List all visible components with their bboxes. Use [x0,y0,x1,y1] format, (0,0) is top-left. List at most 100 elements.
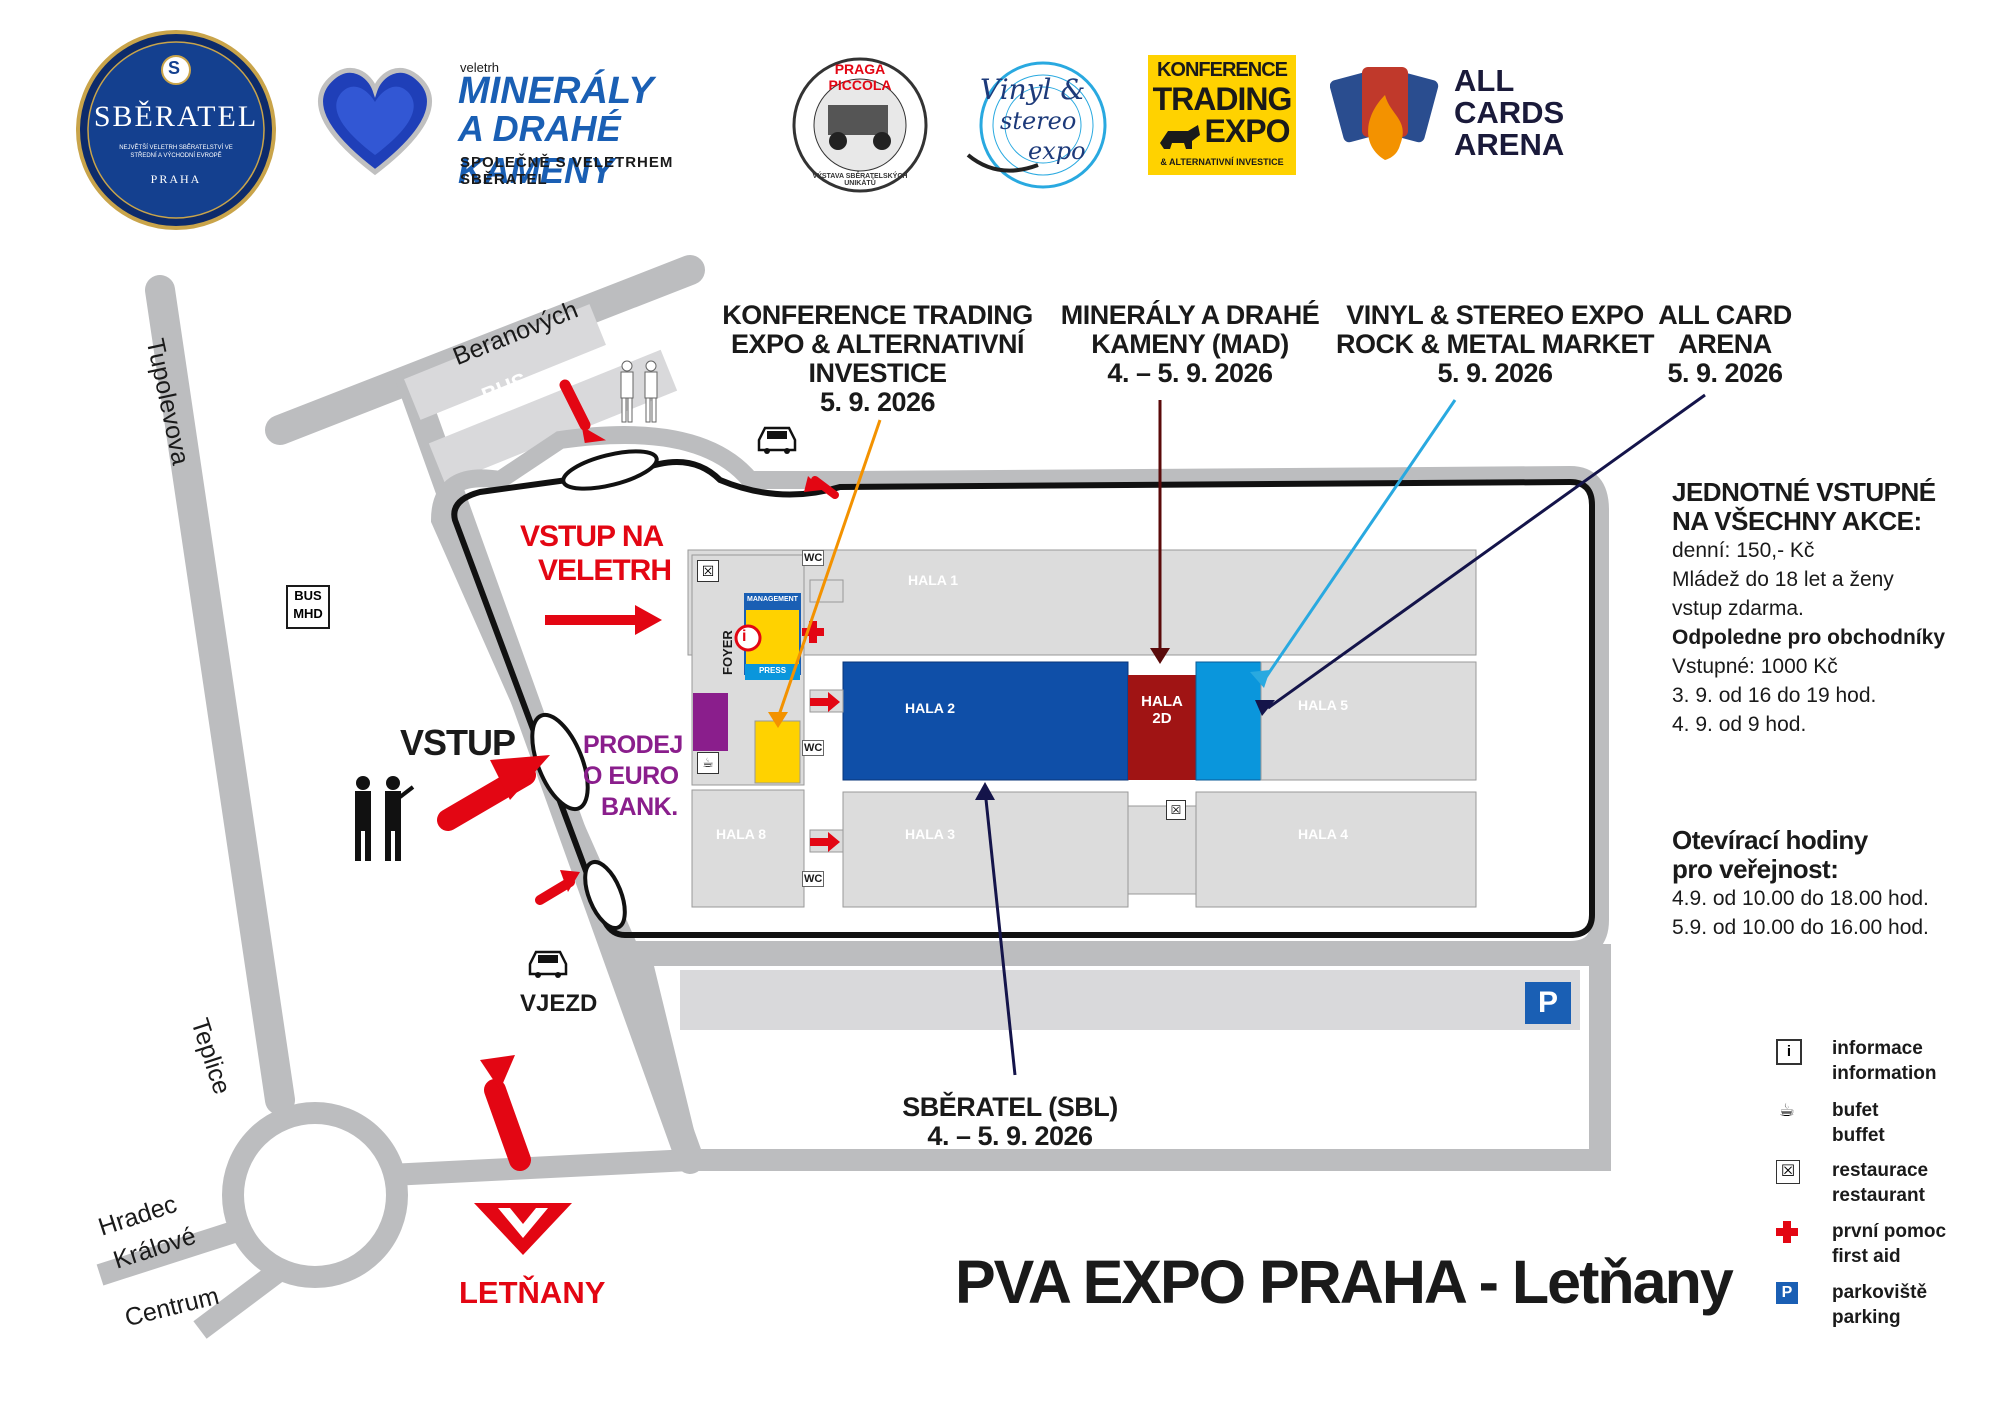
allcards-line2: CARDS [1454,95,1565,130]
legend-info-label: informace information [1832,1036,1937,1086]
page-title: PVA EXPO PRAHA - Letňany [955,1248,1734,1316]
opening-day1: 4.9. od 10.00 do 18.00 hod. [1672,887,1929,910]
admission-traders-heading: Odpoledne pro obchodníky [1672,626,1945,649]
bus-mhd-line2: MHD [293,606,323,621]
prodej-eur-label: PRODEJ O EURO BANK. [583,730,683,823]
hall-8 [691,789,805,908]
bus-mhd-sign: BUS MHD [286,585,330,629]
road-tupolevova [145,275,295,1115]
event-trading-line2: EXPO & ALTERNATIVNÍ [730,329,1025,359]
opening-heading-2: pro veřejnost: [1672,854,1839,884]
pointer-allcard [1267,393,1706,710]
sberatel-logo-city: PRAHA [150,172,202,186]
admission-traders-day1: 3. 9. od 16 do 19 hod. [1672,684,1877,707]
car-icon [757,426,797,454]
event-sbl-line1: SBĚRATEL (SBL) [902,1092,1118,1122]
event-trading-line1: KONFERENCE TRADING [722,300,1033,330]
event-trading-line3: INVESTICE [808,358,947,388]
hall-8-label: HALA 8 [716,826,767,842]
event-label-allcard: ALL CARD ARENA 5. 9. 2026 [1650,301,1800,388]
hall-5 [1260,661,1477,781]
hall-5-blue [1195,661,1262,781]
legend-buffet-1: bufet [1832,1100,1879,1121]
mineraly-line2: A DRAHÉ KAMENY [458,108,621,191]
event-mad-line2: KAMENY (MAD) [1091,329,1289,359]
parking-lot [680,970,1580,1030]
hall-2d-label-1: HALA [1141,693,1183,710]
wc-label-1: WC [802,550,825,566]
praga-bottom: VÝSTAVA SBĚRATELSKÝCH UNIKÁTŮ [812,173,908,187]
event-label-vinyl: VINYL & STEREO EXPO ROCK & METAL MARKET … [1330,301,1660,388]
event-sbl-line2: 4. – 5. 9. 2026 [927,1121,1093,1151]
hall-3 [842,791,1129,908]
logo-trading-expo: KONFERENCE TRADING EXPO & ALTERNATIVNÍ I… [1148,55,1296,175]
legend-restaurant-1: restaurace [1832,1160,1929,1181]
vstup-veletrh-line2: VELETRH [538,554,672,587]
admission-traders-price: Vstupné: 1000 Kč [1672,655,1838,678]
legend-parking-1: parkoviště [1832,1282,1928,1303]
legend-info-2: information [1832,1063,1937,1084]
event-vinyl-line3: 5. 9. 2026 [1437,358,1553,388]
hall-2d [1128,675,1196,780]
roundabout [222,1102,408,1288]
bus-mhd-line1: BUS [294,588,322,603]
event-label-trading: KONFERENCE TRADING EXPO & ALTERNATIVNÍ I… [720,301,1035,417]
wc-label-3: WC [802,871,825,887]
pointer-trading [776,419,882,719]
legend-first-aid-icon [1776,1221,1798,1243]
legend-aid-2: first aid [1832,1246,1901,1267]
legend-restaurant-2: restaurant [1832,1185,1925,1206]
bus-lane-top [404,304,606,420]
opening-day2: 5.9. od 10.00 do 16.00 hod. [1672,916,1929,939]
legend-buffet-icon: ☕ [1778,1100,1796,1120]
vstup-label: VSTUP [400,722,516,763]
wc-label-2: WC [802,740,825,756]
car-entry-icon [528,950,568,978]
restaurant-icon-foyer: ☒ [697,560,719,582]
legend-parking-label: parkoviště parking [1832,1280,1927,1330]
allcards-line3: ARENA [1454,127,1565,162]
event-vinyl-line2: ROCK & METAL MARKET [1336,329,1654,359]
trading-line1: KONFERENCE [1156,59,1288,81]
foyer-label: FOYER [720,630,735,675]
legend-first-aid-label: první pomoc first aid [1832,1219,1946,1269]
legend-restaurant-label: restaurace restaurant [1832,1158,1928,1208]
hall-4-label: HALA 4 [1298,826,1349,842]
prodej-line3: BANK. [601,793,678,821]
metro-label: LETŇANY [459,1275,606,1310]
legend-restaurant-icon: ☒ [1776,1160,1800,1184]
logo-mineraly: veletrh MINERÁLY A DRAHÉ KAMENY SPOLEČNĚ… [310,60,760,191]
vinyl-line2: stereo [1000,107,1077,135]
management-label: MANAGEMENT [747,596,798,603]
mineraly-line3: SPOLEČNĚ S VELETRHEM SBĚRATEL [460,154,674,188]
opening-hours: Otevírací hodiny pro veřejnost: 4.9. od … [1672,826,1929,942]
vstup-veletrh-line1: VSTUP NA [520,520,664,553]
legend-parking-2: parking [1832,1307,1901,1328]
people-entrance-icon [355,776,415,861]
info-point-icon: i [742,628,747,645]
buffet-icon-foyer: ☕ [697,752,719,774]
event-label-sbl: SBĚRATEL (SBL) 4. – 5. 9. 2026 [880,1093,1140,1151]
hall-2-label: HALA 2 [905,700,956,716]
trading-line3: EXPO [1204,113,1291,149]
bus-lane-bottom [428,349,678,485]
admission-heading-1: JEDNOTNÉ VSTUPNÉ [1672,477,1936,507]
mineraly-line1: MINERÁLY [458,70,654,112]
press-label: PRESS [758,666,787,675]
event-allcard-line2: ARENA [1678,329,1772,359]
admission-daily: denní: 150,- Kč [1672,539,1815,562]
legend-info-1: informace [1832,1038,1923,1059]
admission-youth: Mládež do 18 let a ženy [1672,568,1894,591]
trading-line4: & ALTERNATIVNÍ INVESTICE [1160,157,1284,167]
event-trading-line4: 5. 9. 2026 [819,387,936,417]
event-label-mad: MINERÁLY A DRAHÉ KAMENY (MAD) 4. – 5. 9.… [1060,301,1320,388]
event-allcard-line3: 5. 9. 2026 [1667,358,1783,388]
event-allcard-line1: ALL CARD [1658,300,1792,330]
bull-icon [1160,125,1200,149]
pointer-sbl [983,789,1017,1076]
vinyl-record-icon [966,61,1107,189]
legend-buffet-2: buffet [1832,1125,1885,1146]
hall-1-label: HALA 1 [908,572,959,588]
parking-sign [1525,982,1571,1024]
